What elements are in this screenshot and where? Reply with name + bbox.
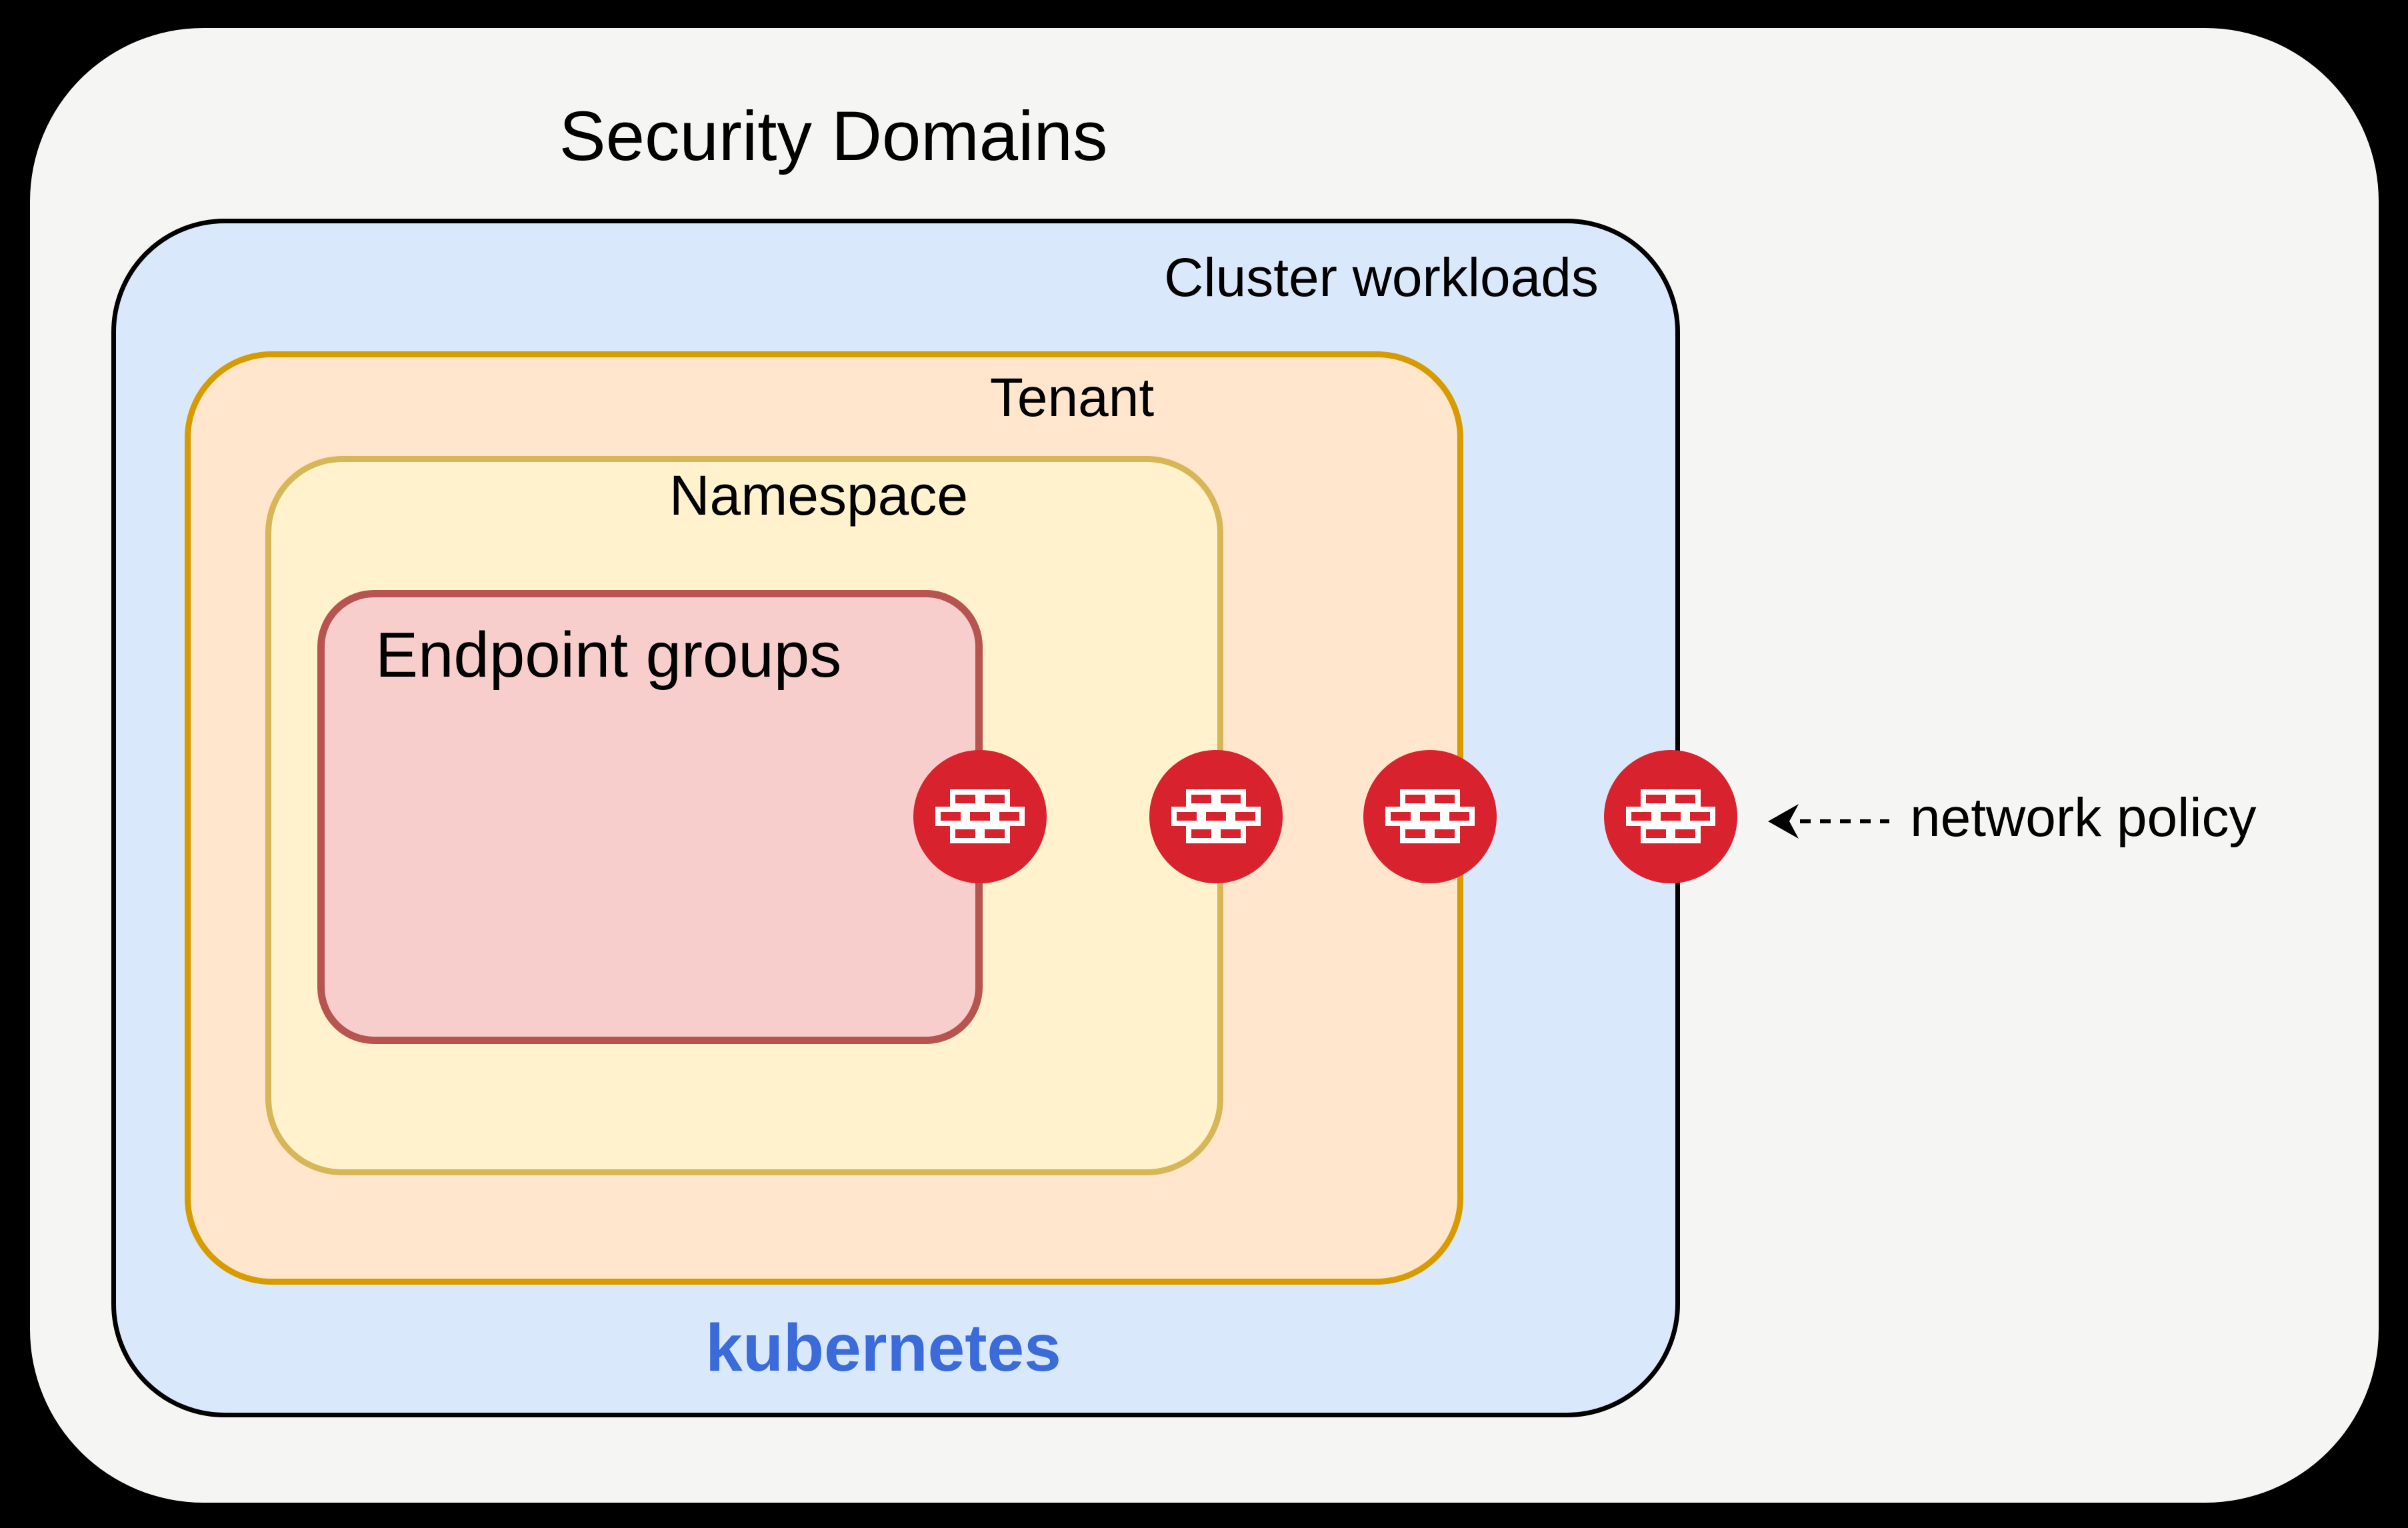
endpoint-groups-label: Endpoint groups: [375, 619, 842, 691]
firewall-icon: [1149, 750, 1283, 883]
tenant-label: Tenant: [989, 367, 1155, 428]
network-policy-arrow: [1768, 804, 1889, 839]
kubernetes-wordmark: kubernetes: [705, 1311, 1061, 1385]
firewall-icon: [1604, 750, 1737, 883]
diagram-title: Security Domains: [559, 97, 1108, 175]
firewall-icon: [1363, 750, 1497, 883]
endpoint-groups-domain: [317, 590, 983, 1044]
namespace-label: Namespace: [669, 464, 969, 527]
firewall-icon: [913, 750, 1047, 883]
network-policy-label: network policy: [1910, 787, 2257, 848]
cluster-workloads-label: Cluster workloads: [1164, 247, 1599, 308]
